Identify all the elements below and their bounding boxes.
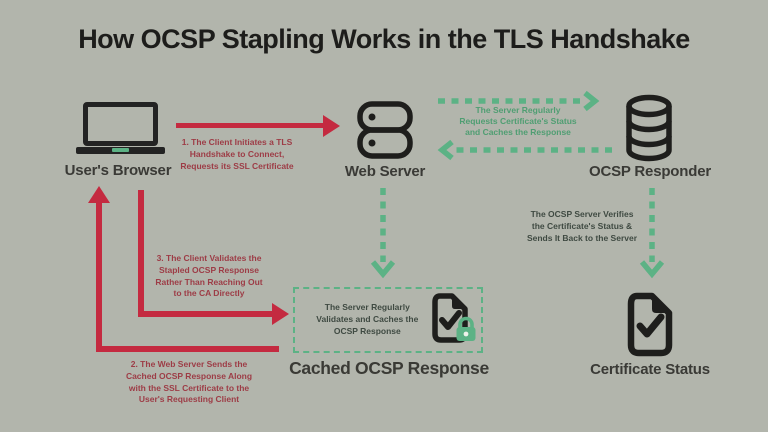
arrow-responder-to-certificate <box>638 186 666 291</box>
server-icon <box>355 100 415 165</box>
arrow-step1-head <box>323 114 340 137</box>
step3-annotation: 3. The Client Validates the Stapled OCSP… <box>155 253 263 299</box>
database-icon <box>621 94 677 167</box>
arrow-step3-vertical <box>138 190 144 317</box>
arrow-server-to-cache <box>369 186 397 291</box>
ocsp-responder-label: OCSP Responder <box>589 163 711 180</box>
step1-annotation: 1. The Client Initiates a TLS Handshake … <box>180 137 294 171</box>
laptop-icon <box>83 102 158 146</box>
cached-box-text: The Server Regularly Validates and Cache… <box>316 302 419 336</box>
padlock-icon <box>453 315 479 347</box>
arrow-step3-head <box>272 303 289 325</box>
server-requests-annotation: The Server Regularly Requests Certificat… <box>459 105 577 137</box>
arrow-responder-to-server <box>432 139 614 166</box>
arrow-step3-horizontal <box>138 311 273 317</box>
browser-label: User's Browser <box>64 162 172 179</box>
cached-response-box: The Server Regularly Validates and Cache… <box>293 287 483 353</box>
page-title: How OCSP Stapling Works in the TLS Hands… <box>78 24 690 54</box>
cached-response-label: Cached OCSP Response <box>289 358 489 378</box>
laptop-notch <box>112 148 129 152</box>
certificate-icon <box>624 292 676 363</box>
arrow-step2-head <box>88 186 110 203</box>
document-lock-icon <box>430 293 481 347</box>
certificate-status-label: Certificate Status <box>590 361 710 378</box>
step2-annotation: 2. The Web Server Sends the Cached OCSP … <box>125 359 253 405</box>
arrow-step1 <box>176 123 324 128</box>
ocsp-verifies-annotation: The OCSP Server Verifies the Certificate… <box>526 209 638 243</box>
arrow-step2-horizontal <box>96 346 279 352</box>
arrow-server-to-responder <box>435 90 605 117</box>
arrow-step2-vertical <box>96 202 102 350</box>
web-server-label: Web Server <box>344 163 426 180</box>
